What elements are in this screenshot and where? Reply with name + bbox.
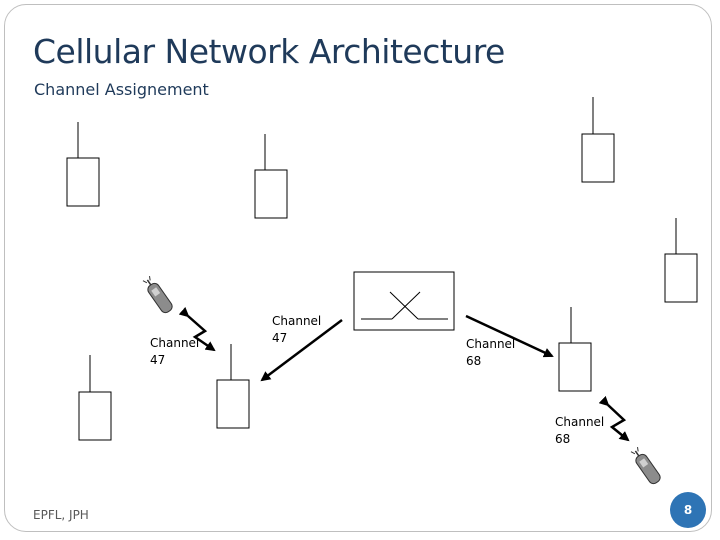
- base-station-icon: [66, 122, 100, 207]
- channel-label-number: 47: [150, 353, 165, 367]
- channel-label-number: 68: [555, 432, 570, 446]
- footer-credit: EPFL, JPH: [33, 508, 89, 522]
- mobile-phone-icon: [142, 275, 173, 314]
- channel-label-word: Channel: [150, 336, 199, 350]
- radio-link-icon: [178, 306, 216, 352]
- base-station-icon: [254, 134, 288, 219]
- page-number-badge: 8: [670, 492, 706, 528]
- base-station-icon: [664, 218, 698, 303]
- mobile-phone-icon: [630, 446, 661, 485]
- slide-frame: [4, 4, 712, 532]
- channel-label-word: Channel: [272, 314, 321, 328]
- channel-label-number: 68: [466, 354, 481, 368]
- channel-label-number: 47: [272, 331, 287, 345]
- link-arrow: [260, 319, 343, 382]
- channel-label-word: Channel: [466, 337, 515, 351]
- base-station-icon: [581, 97, 615, 183]
- base-station-icon: [558, 307, 592, 392]
- base-station-icon: [78, 355, 112, 441]
- link-arrow: [465, 314, 554, 358]
- page-subtitle: Channel Assignement: [34, 80, 209, 99]
- base-station-icon: [216, 344, 250, 429]
- channel-label-word: Channel: [555, 415, 604, 429]
- page-title: Cellular Network Architecture: [33, 32, 505, 71]
- radio-link-icon: [598, 395, 630, 442]
- switch-icon: [353, 271, 455, 331]
